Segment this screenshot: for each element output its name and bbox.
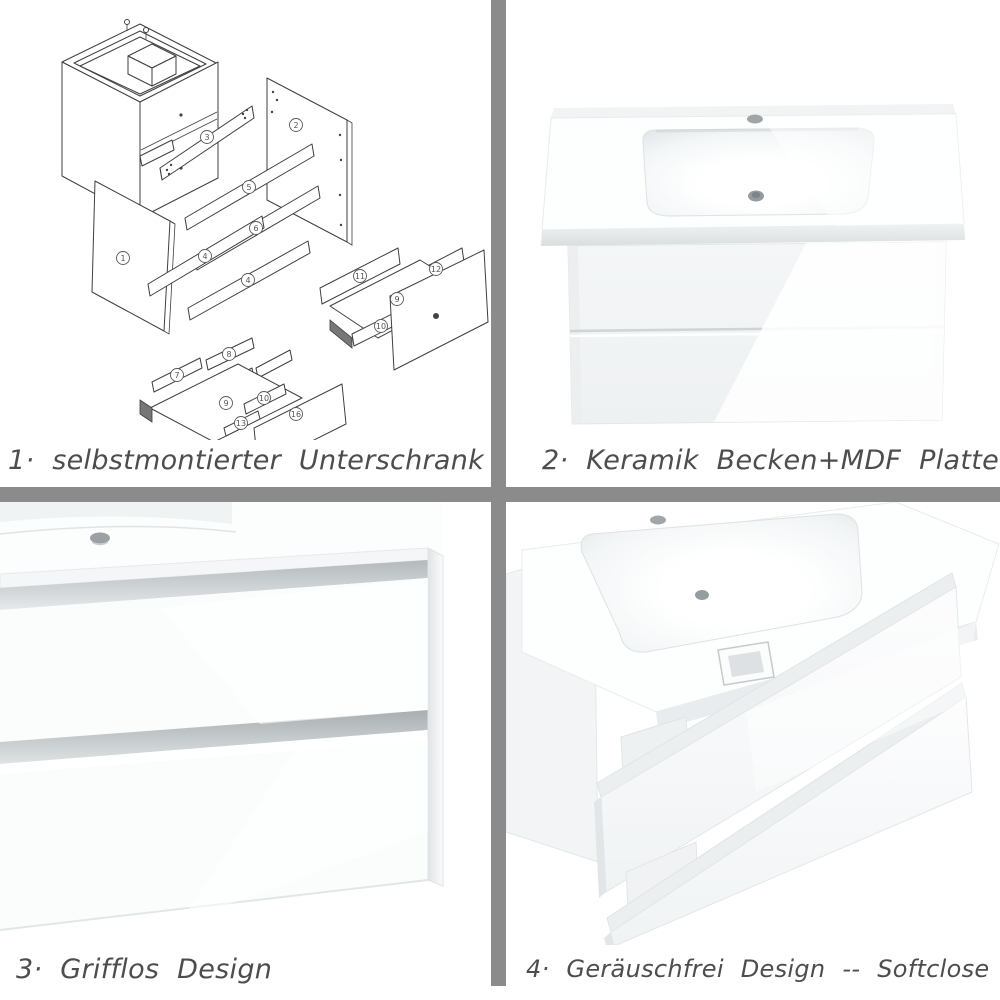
svg-text:6: 6 — [253, 224, 258, 233]
panel-handleless-design: 3· Grifflos Design — [0, 502, 491, 1000]
rail-part — [139, 139, 175, 167]
faucet-hole — [650, 515, 666, 525]
svg-text:10: 10 — [259, 394, 269, 403]
svg-text:4: 4 — [202, 252, 207, 261]
gloss-highlight — [761, 114, 964, 226]
drawer-front — [600, 586, 962, 893]
svg-text:16: 16 — [291, 410, 301, 419]
svg-text:10: 10 — [376, 322, 386, 331]
open-drawer — [604, 682, 973, 945]
basin-recess — [580, 513, 863, 653]
gloss-highlight — [714, 242, 946, 422]
svg-text:2: 2 — [293, 121, 298, 130]
panel-2-caption: 2· Keramik Becken+MDF Platte — [542, 444, 1000, 476]
svg-text:13: 13 — [236, 419, 246, 428]
svg-text:11: 11 — [355, 272, 365, 281]
svg-text:1: 1 — [120, 254, 125, 263]
panel-ceramic-basin: 2· Keramik Becken+MDF Platte — [506, 0, 1000, 487]
open-drawer — [594, 572, 962, 898]
vanity-front-drawing — [541, 104, 965, 425]
panel-softclose: 4· Geräuschfrei Design -- Softclose — [506, 502, 1000, 1000]
svg-text:3: 3 — [204, 133, 209, 142]
assembled-cabinet — [61, 19, 219, 219]
handleless-closeup-photo — [0, 502, 491, 945]
drawer-exploded-group — [319, 247, 489, 371]
svg-text:8: 8 — [226, 350, 231, 359]
gloss-highlight — [160, 578, 428, 724]
vanity-front-photo — [506, 0, 1000, 440]
svg-text:7: 7 — [174, 371, 179, 380]
faucet-hole — [90, 532, 110, 544]
washbasin-top-edge — [0, 502, 443, 589]
panel-3-caption: 3· Grifflos Design — [16, 953, 273, 985]
panel-4-caption: 4· Geräuschfrei Design -- Softclose — [526, 955, 990, 983]
gloss-highlight — [180, 740, 428, 922]
grip-groove — [0, 560, 428, 610]
handleless-drawing — [0, 502, 444, 931]
cabinet-side-edge — [427, 547, 444, 887]
cabinet-front — [0, 547, 444, 931]
cabinet-body — [567, 114, 964, 425]
panel-1-caption: 1· selbstmontierter Unterschrank — [8, 444, 485, 476]
grid-divider-horizontal — [0, 487, 1000, 502]
open-drawers-photo — [506, 502, 1000, 945]
grip-groove — [0, 710, 428, 764]
gloss-highlight — [746, 622, 976, 792]
svg-text:4: 4 — [245, 276, 250, 285]
faucet-hole — [747, 114, 763, 124]
svg-text:9: 9 — [223, 399, 228, 408]
svg-text:9: 9 — [394, 295, 399, 304]
svg-text:12: 12 — [431, 265, 441, 274]
svg-text:5: 5 — [246, 183, 251, 192]
open-drawers-drawing — [506, 502, 1000, 945]
overflow-hole — [695, 590, 709, 600]
